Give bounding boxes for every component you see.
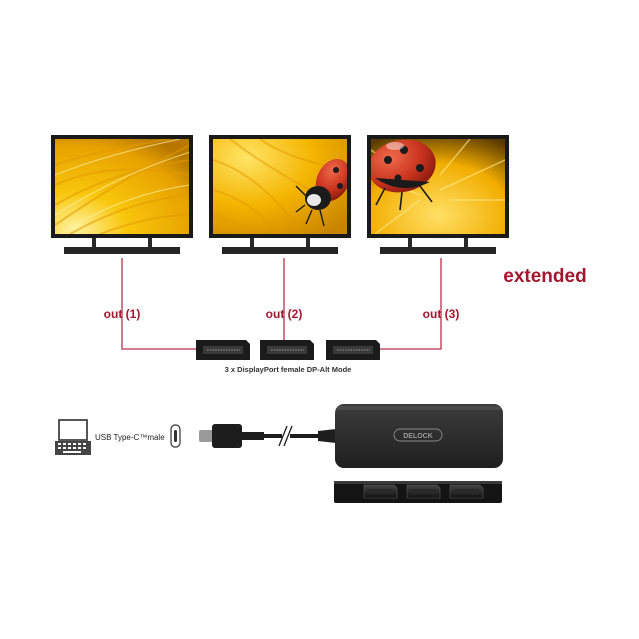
out-label-3: out (3) [423, 307, 460, 321]
screen-image [213, 139, 347, 234]
displayport-port-3 [449, 484, 484, 499]
displayport-port-2 [406, 484, 441, 499]
svg-text:DELOCK: DELOCK [403, 433, 433, 440]
usb-c-icon [170, 424, 181, 448]
screen-image [371, 139, 505, 234]
ladybug [371, 139, 436, 211]
laptop-icon [55, 419, 91, 455]
adapter-body: DELOCK [335, 404, 503, 468]
out-label-1: out (1) [104, 307, 141, 321]
monitor-1 [51, 135, 193, 254]
connection-lines [121, 258, 442, 350]
mode-label: extended [503, 266, 586, 287]
displayport-port-1 [363, 484, 398, 499]
ladybug [295, 158, 347, 227]
displayport-connector-3 [326, 340, 380, 360]
monitor-2 [209, 135, 351, 254]
adapter-port-panel [334, 481, 502, 503]
out-label-2: out (2) [266, 307, 303, 321]
displayport-connector-2 [260, 340, 314, 360]
displayport-connector-1 [196, 340, 250, 360]
brand-logo: DELOCK [393, 428, 443, 442]
screen-image [55, 139, 189, 234]
ports-caption: 3 x DisplayPort female DP-Alt Mode [225, 365, 352, 374]
monitor-3 [367, 135, 509, 254]
usb-c-cable [199, 424, 336, 448]
host-label: USB Type-C™male [95, 433, 165, 442]
